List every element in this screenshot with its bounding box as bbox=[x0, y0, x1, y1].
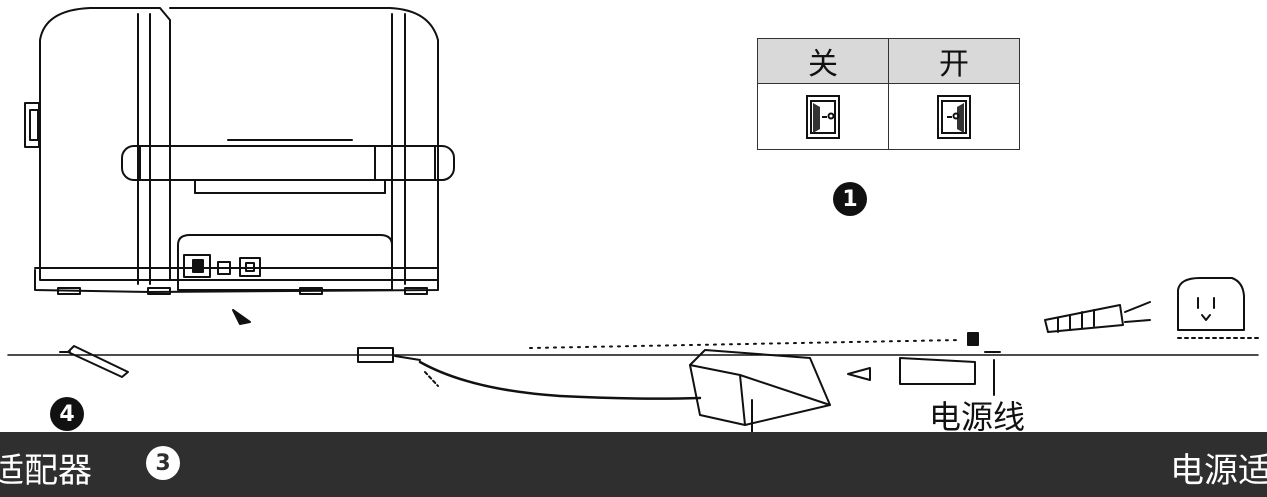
switch-off-icon bbox=[806, 94, 840, 139]
printer-illustration bbox=[24, 7, 455, 295]
step-3-badge: 3 bbox=[146, 446, 180, 480]
adapter-caption: 适配器 bbox=[0, 451, 92, 491]
pointer-arrow bbox=[232, 309, 251, 325]
wall-outlet-illustration bbox=[1177, 277, 1259, 339]
switch-off-label: 关 bbox=[757, 38, 889, 84]
power-adapter-caption: 电源适 bbox=[1170, 451, 1267, 491]
direction-arrow bbox=[847, 367, 871, 381]
caption-bar: 适配器 3 电源适 bbox=[0, 432, 1267, 497]
setup-illustration bbox=[7, 7, 1259, 433]
switch-on-label: 开 bbox=[888, 38, 1020, 84]
power-cable-label: 电源线 bbox=[929, 398, 1026, 436]
step-4-badge: 4 bbox=[50, 397, 84, 431]
wall-plug-illustration bbox=[1044, 301, 1151, 333]
power-adapter-illustration bbox=[689, 349, 831, 433]
step-1-badge: 1 bbox=[833, 182, 867, 216]
switch-on-icon bbox=[937, 94, 971, 139]
power-switch-legend: 关 开 bbox=[757, 38, 1020, 150]
